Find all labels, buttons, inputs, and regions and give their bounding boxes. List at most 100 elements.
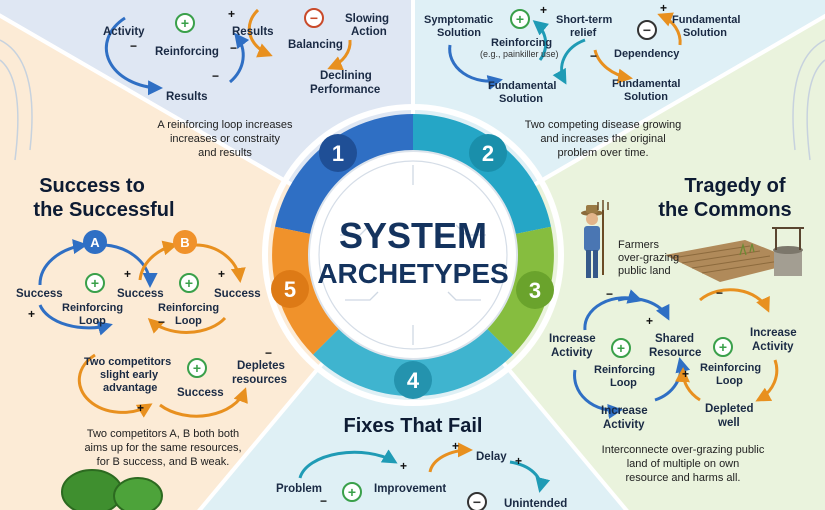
section-1-limits-to-growth: + − Activity Reinforcing Results Results… [103, 7, 389, 159]
s3-arrow-7 [674, 367, 701, 402]
s3-reinf-right-2: Loop [716, 375, 743, 387]
center-title-line1: SYSTEM [339, 215, 487, 256]
s5-sign-plus-2: + [218, 267, 225, 281]
s4-improvement: Improvement [374, 483, 446, 495]
s1-desc-line3: and results [198, 147, 252, 159]
s5-reinf1-b: Loop [79, 315, 106, 327]
s3-reinf-left-2: Loop [610, 377, 637, 389]
s5-arrow-5 [194, 243, 246, 283]
s4-sign-plus-2: + [452, 439, 459, 453]
s5-reinforcing-icon-3: + [187, 358, 207, 378]
s5-arrow-4 [138, 240, 178, 281]
number-badge-5: 5 [271, 270, 309, 308]
ring-segment-2 [413, 114, 551, 235]
s1-arrow-left [104, 16, 163, 96]
s5-desc-line1: Two competitors A, B both both [87, 428, 239, 440]
s3-desc-line3: resource and harms all. [626, 472, 741, 484]
s5-success-1: Success [16, 288, 63, 300]
s3-shared-2: Resource [649, 347, 701, 359]
center-hub: SYSTEM ARCHETYPES [262, 104, 564, 406]
section-3-tragedy-of-the-commons: Tragedy of the Commons Farmers over-graz… [549, 175, 804, 484]
s2-arrow-2 [532, 20, 550, 61]
number-2: 2 [482, 141, 494, 166]
s5-reinforcing-icon-1: + [85, 273, 105, 293]
section-4-fixes-that-fail: Fixes That Fail + − Problem Improvement … [276, 415, 567, 510]
s3-sign-plus-1: + [646, 314, 653, 328]
s2-sign-minus-1: − [590, 49, 597, 63]
s2-fundamental-c-1: Fundamental [612, 78, 680, 90]
s4-arrow-3 [509, 460, 551, 493]
s5-badge-b: B [173, 230, 197, 254]
s2-minus-icon: − [643, 22, 651, 38]
center-title-line2: ARCHETYPES [317, 258, 508, 289]
s1-declining-2: Performance [310, 84, 380, 96]
s5-sign-plus-3: + [28, 307, 35, 321]
s3-arrow-6 [755, 359, 779, 402]
s1-sign-minus-2: − [212, 69, 219, 83]
s3-inc-bottom-2: Activity [603, 419, 645, 431]
s5-depletes-1: Depletes [237, 360, 285, 372]
s3-depleted-2: well [717, 417, 740, 429]
s1-desc-line2: increases or constraity [170, 133, 281, 145]
number-5: 5 [284, 277, 296, 302]
s5-reinf1-a: Reinforcing [62, 302, 123, 314]
number-1: 1 [332, 141, 344, 166]
s4-problem: Problem [276, 483, 322, 495]
s1-slowing-2: Action [351, 26, 387, 38]
s2-desc-line3: problem over time. [557, 147, 648, 159]
s5-two-2: slight early [100, 369, 159, 381]
s2-fundamental-a-1: Fundamental [488, 80, 556, 92]
s3-plus-icon-right: + [719, 339, 727, 355]
s1-balancing-icon: − [304, 8, 324, 28]
s3-sign-plus-2: + [682, 367, 689, 381]
s4-sign-plus-3: + [515, 454, 522, 468]
s2-shortterm-1: Short-term [556, 14, 612, 26]
s4-reinforcing-icon: + [342, 482, 362, 502]
s5-reinf2-a: Reinforcing [158, 302, 219, 314]
s1-arrow-orange-2 [327, 39, 352, 71]
s2-symptomatic-1: Symptomatic [424, 14, 493, 26]
s5-two-1: Two competitors [84, 356, 171, 368]
s3-reinforcing-icon-right: + [713, 337, 733, 357]
s2-reinforcing: Reinforcing [491, 37, 552, 49]
s3-depleted-1: Depleted [705, 403, 754, 415]
s5-arrow-3 [38, 304, 113, 336]
number-badge-1: 1 [319, 134, 357, 172]
s1-sign-minus-1: − [130, 39, 137, 53]
s5-badge-a-text: A [90, 235, 100, 250]
s5-desc-line2: aims up for the same resources, [84, 442, 241, 454]
s5-arrow-6 [147, 316, 227, 334]
s3-arrow-4 [573, 369, 623, 419]
circuit-decoration [0, 39, 825, 161]
s1-results-bottom: Results [166, 91, 208, 103]
s4-arrow-2 [428, 442, 473, 473]
s1-arrow-right [229, 32, 250, 84]
number-badge-3: 3 [516, 271, 554, 309]
number-badge-4: 4 [394, 361, 432, 399]
tree-illustration [61, 469, 163, 510]
section-5-success-to-the-successful: Success to the Successful A B + + + Succ… [16, 175, 287, 510]
s5-success-4: Success [177, 387, 224, 399]
s5-title-line2: the Successful [33, 199, 174, 221]
s4-sign-minus-1: − [320, 494, 327, 508]
s2-arrow-5 [657, 12, 682, 46]
s2-reinforcing-note: (e.g., painkiller use) [480, 49, 559, 59]
s3-arrow-2 [617, 297, 670, 321]
s1-results-top: Results [232, 26, 274, 38]
s1-arrow-orange [247, 8, 273, 58]
s3-desc-line1: Interconnecte over-grazing public [602, 444, 765, 456]
s3-reinforcing-icon-left: + [611, 338, 631, 358]
s2-fundamental-c-2: Solution [624, 91, 668, 103]
s1-minus-icon: − [310, 10, 318, 26]
s5-reinf2-b: Loop [175, 315, 202, 327]
s3-reinf-right-1: Reinforcing [700, 362, 761, 374]
s5-success-2: Success [117, 288, 164, 300]
s3-arrow-5 [654, 357, 691, 402]
s5-sign-plus-1: + [124, 267, 131, 281]
s5-badge-a: A [83, 230, 107, 254]
s5-arrow-8 [159, 387, 248, 418]
s2-arrow-1 [448, 44, 503, 90]
s3-farmers-line1: Farmers [618, 239, 659, 251]
s1-sign-plus-1: + [228, 7, 235, 21]
